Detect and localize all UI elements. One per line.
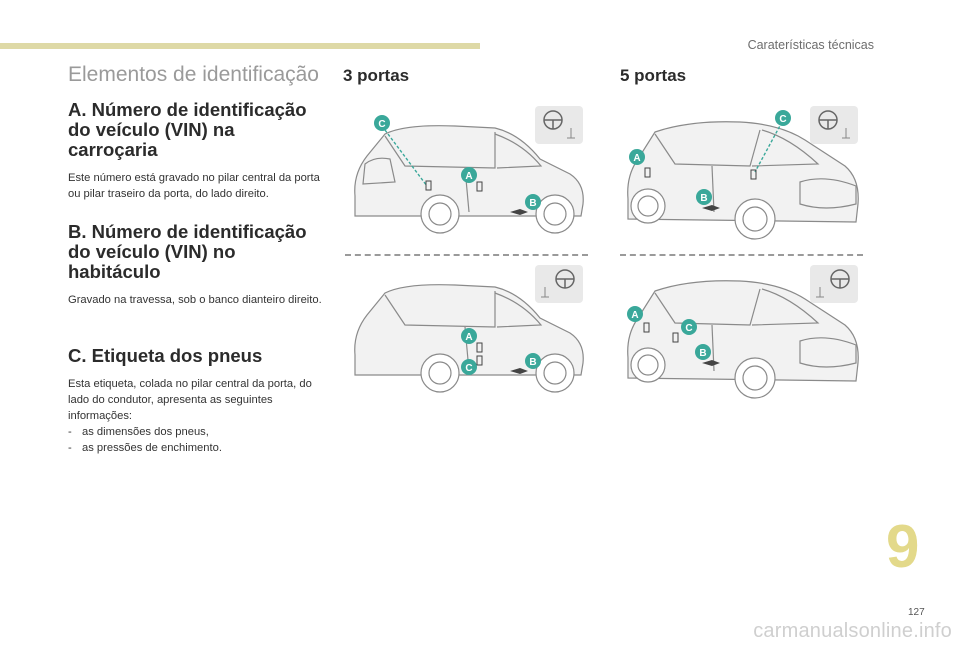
heading-3-doors: 3 portas [343,66,410,85]
marker-b: B [695,344,711,360]
steering-wheel-icon [818,110,838,130]
divider [620,254,863,256]
marker-a: A [629,149,645,165]
label-location [702,205,720,211]
section-label: Caraterísticas técnicas [747,38,874,52]
svg-text:A: A [465,332,472,343]
block-c-text: Esta etiqueta, colada no pilar central d… [68,378,312,422]
svg-text:C: C [685,323,692,334]
vin-plate-icon [567,128,575,139]
chapter-number: 9 [886,513,920,580]
vehicle-panel [535,265,583,303]
block-vin-body: A. Número de identificação do veículo (V… [68,100,326,202]
label-location [510,368,528,374]
car-5door-rhd-illustration: C A B [627,106,859,240]
marker-leader-line [754,121,783,173]
label-location [476,342,483,353]
svg-text:A: A [633,153,640,164]
label-location [476,355,483,366]
marker-a: A [461,167,477,183]
label-location [702,360,720,366]
steering-wheel-icon [830,269,850,289]
block-b-text: Gravado na travessa, sob o banco diantei… [68,294,322,306]
list-item: -as dimensões dos pneus, [68,424,326,440]
svg-text:C: C [779,114,786,125]
label-location [510,209,528,215]
svg-text:C: C [378,119,385,130]
marker-c: C [461,359,477,375]
car-3door-rhd-illustration: C A B [354,106,584,234]
list-item: -as pressões de enchimento. [68,440,326,456]
block-a-text: Este número está gravado no pilar centra… [68,172,320,200]
list-item-text: as dimensões dos pneus, [82,426,209,438]
svg-text:B: B [700,193,707,204]
svg-text:A: A [631,310,638,321]
label-location [476,181,483,192]
watermark: carmanualsonline.info [753,620,952,642]
block-a-heading: A. Número de identificação do veículo (V… [68,99,307,160]
heading-5-doors: 5 portas [620,66,687,85]
block-tyre-label: C. Etiqueta dos pneus Esta etiqueta, col… [68,346,326,456]
label-location [425,180,432,191]
marker-a: A [461,328,477,344]
vin-plate-icon [816,287,824,298]
marker-a: A [627,306,643,322]
block-vin-cabin: B. Número de identificação do veículo (V… [68,222,326,308]
marker-leader-line [381,125,428,187]
bullet-dash: - [68,426,72,438]
list-item-text: as pressões de enchimento. [82,442,222,454]
svg-text:B: B [529,357,536,368]
marker-c: C [374,115,390,131]
page-number: 127 [908,607,925,618]
svg-text:A: A [465,171,472,182]
vin-plate-icon [842,128,850,139]
vehicle-panel [810,106,858,144]
block-b-heading: B. Número de identificação do veículo (V… [68,221,307,282]
label-location [643,322,650,333]
accent-bar [0,43,480,49]
car-outline-icon [627,280,859,399]
steering-wheel-icon [543,110,563,130]
label-location [644,167,651,178]
marker-b: B [696,189,712,205]
car-outline-icon [627,121,859,240]
marker-b: B [525,194,541,210]
vehicle-panel [535,106,583,144]
label-location [672,332,679,343]
divider [345,254,588,256]
car-3door-lhd-illustration: A C B [354,265,584,393]
svg-text:C: C [465,363,472,374]
vehicle-panel [810,265,858,303]
page-title: Elementos de identificação [68,63,319,86]
marker-c: C [681,319,697,335]
vin-plate-icon [541,287,549,298]
svg-text:B: B [529,198,536,209]
svg-text:B: B [699,348,706,359]
steering-wheel-icon [555,269,575,289]
car-5door-lhd-illustration: A C B [627,265,859,399]
block-c-heading: C. Etiqueta dos pneus [68,345,263,366]
marker-c: C [775,110,791,126]
marker-b: B [525,353,541,369]
label-location [750,169,757,180]
bullet-dash: - [68,442,72,454]
tyre-info-list: -as dimensões dos pneus, -as pressões de… [68,424,326,456]
